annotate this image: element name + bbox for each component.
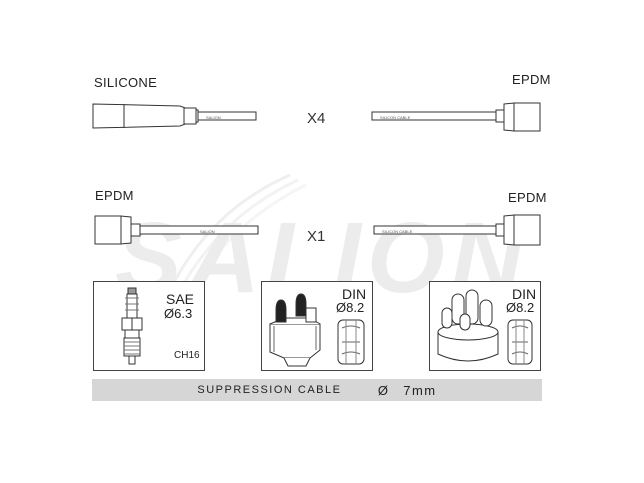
box1-diameter: Ø6.3	[164, 306, 193, 321]
label-epdm-top-right: EPDM	[512, 72, 551, 87]
box2-diameter: Ø8.2	[336, 300, 365, 315]
epdm-boot-cable-mid-right	[373, 214, 541, 246]
box1-standard: SAE	[166, 291, 195, 307]
cable-print-top-left: SALION	[206, 115, 221, 120]
suppression-cable-bar: SUPPRESSION CABLE Ø 7mm	[92, 379, 542, 401]
cable-print-top-right: SILICON CABLE	[380, 115, 411, 120]
bar-text: SUPPRESSION CABLE	[197, 384, 342, 396]
distributor-cap-icon	[269, 293, 365, 367]
label-silicone: SILICONE	[94, 75, 158, 90]
box3-standard: DIN	[512, 286, 537, 302]
cable-print-mid-left: SALION	[200, 229, 215, 234]
epdm-boot-cable-mid-left	[94, 215, 259, 245]
terminal-box-distributor-din-b: DIN Ø8.2	[429, 281, 541, 371]
cable-print-mid-right: SILICON CABLE	[382, 229, 413, 234]
distributor-cap-round-icon	[437, 289, 533, 365]
spark-plug-icon	[121, 287, 143, 365]
label-epdm-mid-right: EPDM	[508, 190, 547, 205]
quantity-x1: X1	[307, 228, 326, 245]
box1-hex: CH16	[174, 350, 200, 361]
epdm-boot-cable-top	[371, 102, 541, 132]
box3-diameter: Ø8.2	[506, 300, 535, 315]
terminal-box-spark-plug: SAE Ø6.3 CH16	[93, 281, 205, 371]
silicone-boot-cable	[92, 103, 257, 129]
label-epdm-mid-left: EPDM	[95, 188, 134, 203]
quantity-x4: X4	[307, 110, 326, 127]
bar-symbol: Ø	[377, 382, 390, 398]
bar-size: 7mm	[403, 382, 437, 398]
box2-standard: DIN	[342, 286, 367, 302]
terminal-box-distributor-din-a: DIN Ø8.2	[261, 281, 373, 371]
